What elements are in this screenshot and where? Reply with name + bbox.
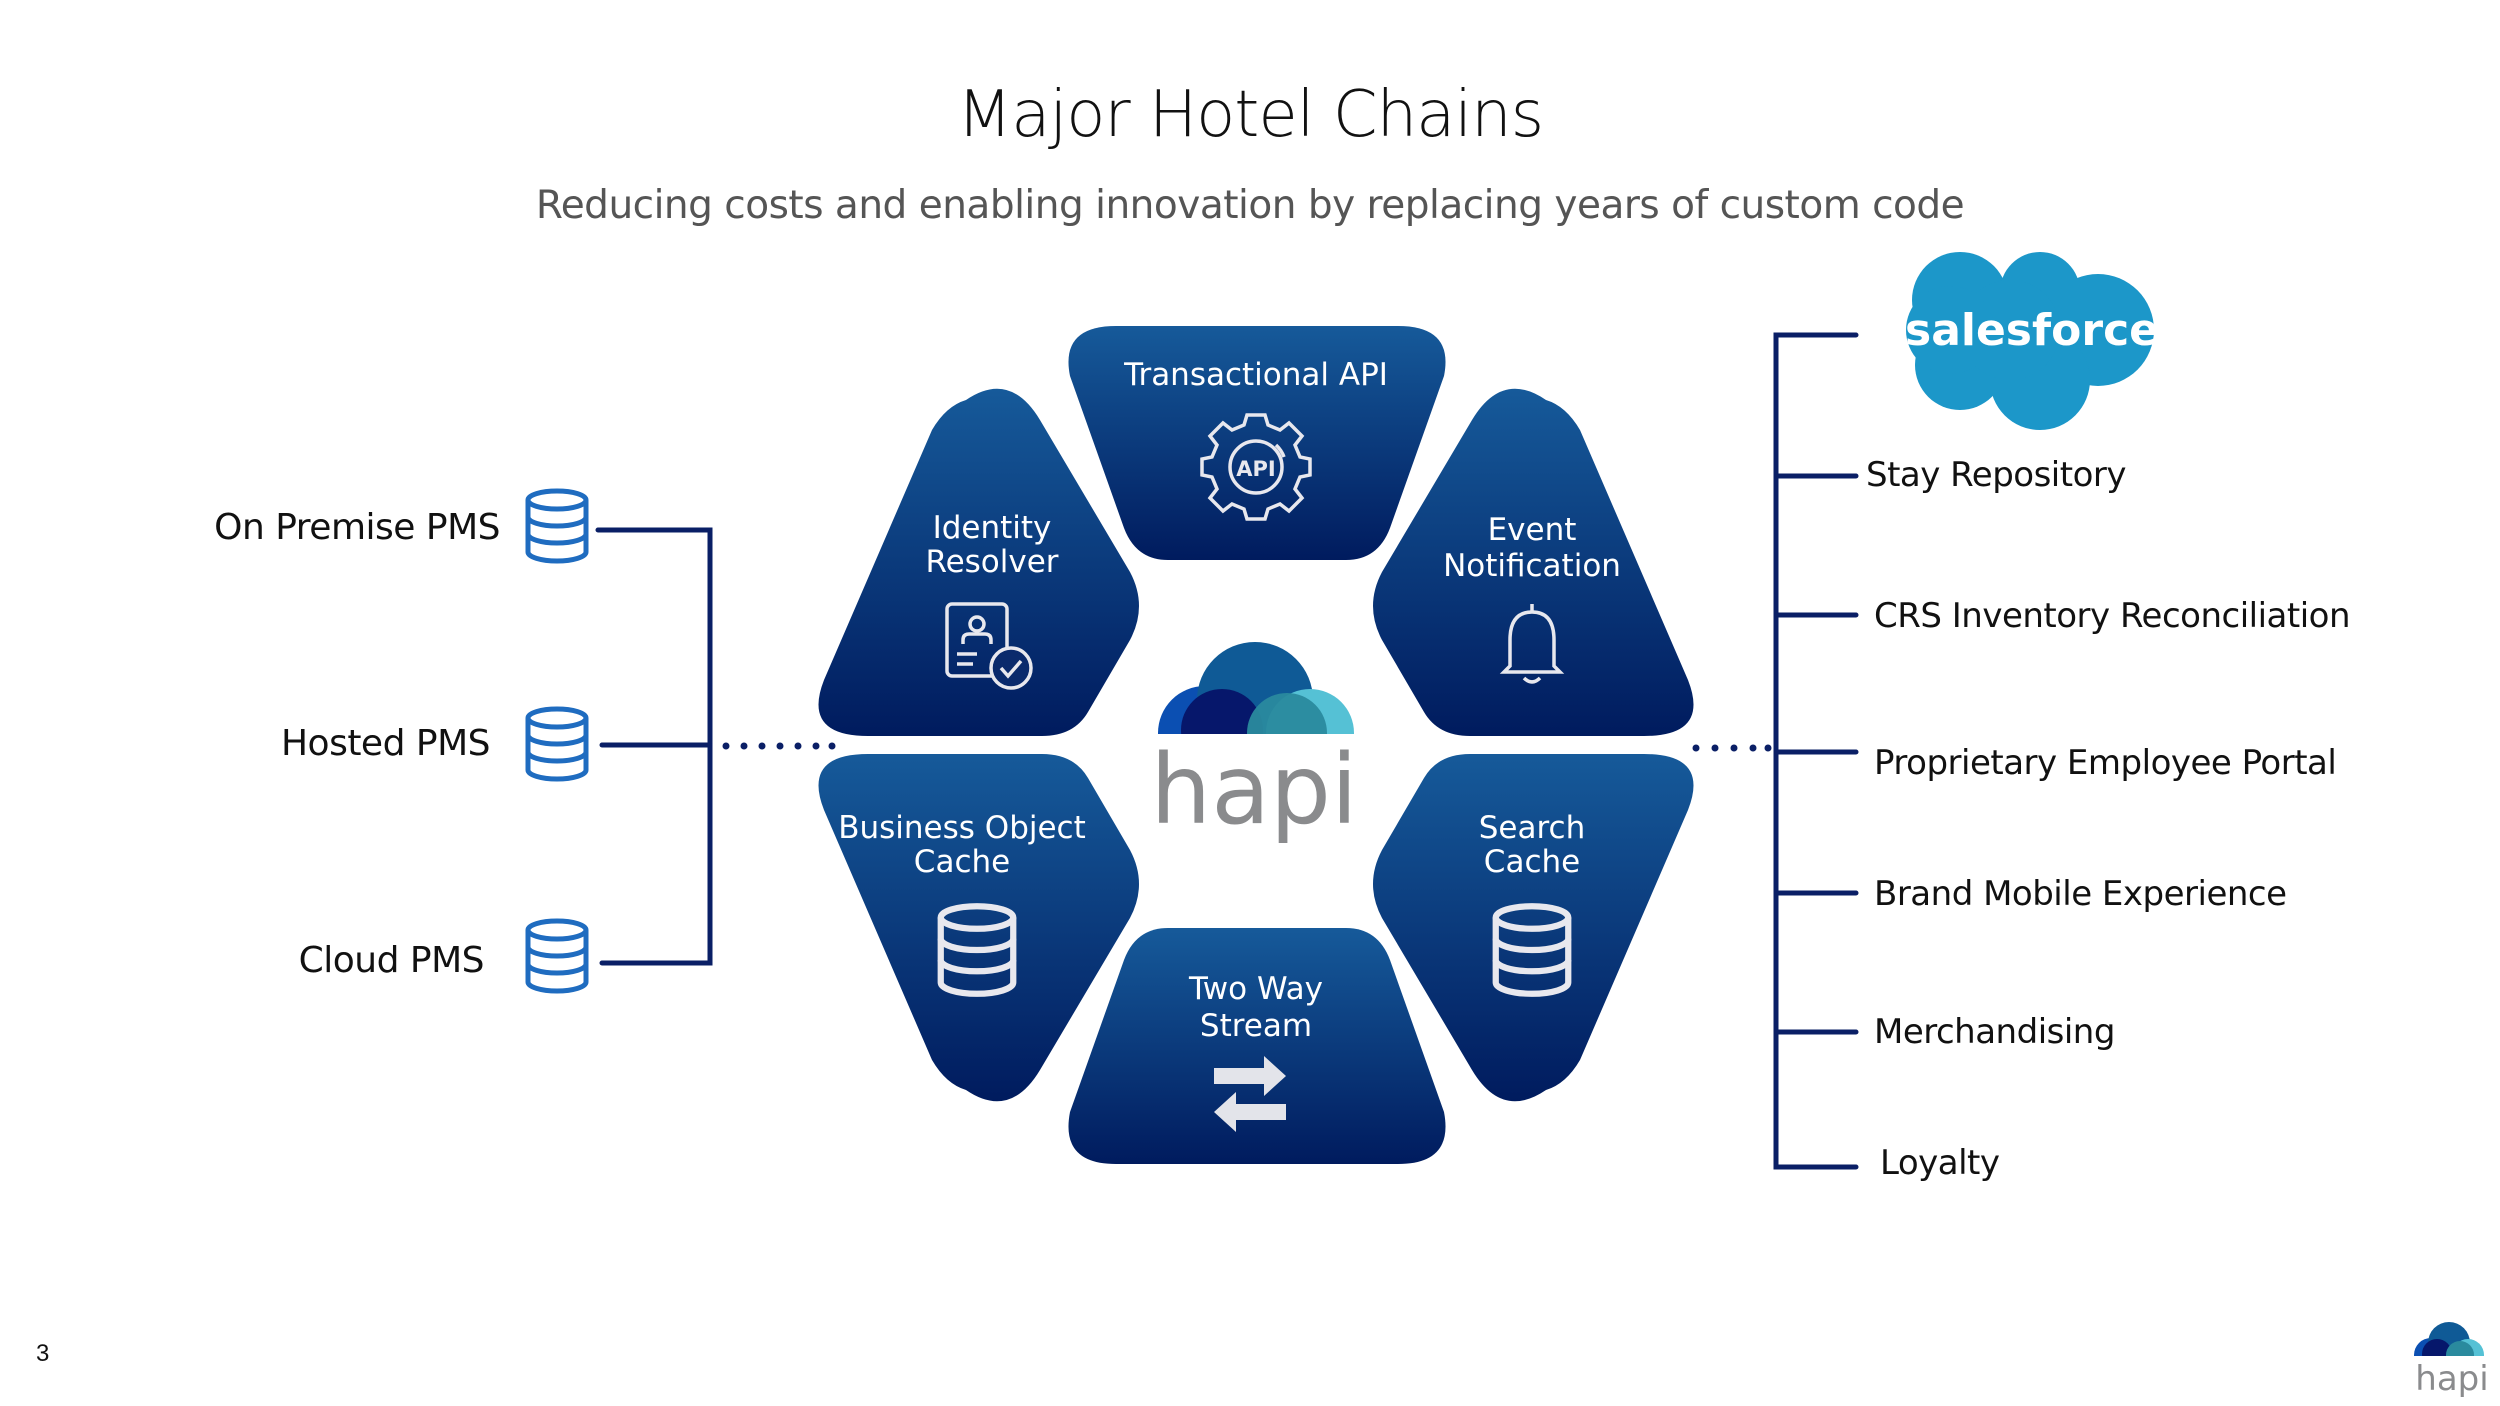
segment-label: Identity [933,510,1052,546]
source-connectors [595,527,713,966]
database-icon [528,491,586,561]
hapi-logo-text: hapi [1150,734,1357,846]
salesforce-logo: salesforce [1905,252,2159,430]
segment-transactional-api[interactable]: Transactional API API [1068,326,1446,560]
segment-label: Search [1479,810,1586,846]
svg-text:API: API [1236,457,1275,481]
target-merchandising: Merchandising [1874,1012,2115,1052]
target-proprietary-employee-portal: Proprietary Employee Portal [1874,743,2337,783]
segment-label: Stream [1200,1008,1312,1044]
slide-subtitle: Reducing costs and enabling innovation b… [535,183,1965,228]
target-dotted-link [1692,744,1772,752]
segment-label: Resolver [925,544,1058,580]
footer-hapi-text: hapi [2415,1359,2488,1399]
id-badge-check-icon [945,602,1033,690]
segment-label: Transactional API [1123,357,1388,393]
salesforce-logo-text: salesforce [1905,305,2159,356]
segment-label: Two Way [1188,971,1323,1007]
segment-event-notification[interactable]: Event Notification [1373,388,1694,736]
target-crs-inventory-reconciliation: CRS Inventory Reconciliation [1874,596,2351,636]
segment-identity-resolver[interactable]: Identity Resolver [818,388,1140,736]
source-label-hosted: Hosted PMS [280,723,491,764]
segment-business-object-cache[interactable]: Business Object Cache [818,754,1140,1102]
segment-search-cache[interactable]: Search Cache [1373,754,1694,1102]
database-icon [528,709,586,779]
bell-icon [1499,604,1565,684]
source-label-cloud: Cloud PMS [298,940,485,981]
database-icon [528,921,586,991]
hub-ring: Transactional API API Identity Resolver [818,326,1694,1164]
target-brand-mobile-experience: Brand Mobile Experience [1874,874,2287,914]
segment-label: Cache [914,844,1010,880]
footer-hapi-logo: hapi [2414,1322,2489,1399]
segment-label: Notification [1443,548,1621,584]
segment-label: Business Object [838,810,1086,846]
swap-arrows-icon [1214,1056,1286,1132]
target-stay-repository: Stay Repository [1866,455,2126,495]
slide-title: Major Hotel Chains [956,78,1544,152]
target-connectors [1773,332,1859,1170]
source-dotted-link [722,742,836,750]
segment-label: Cache [1484,844,1580,880]
hapi-logo: hapi [1150,642,1358,846]
source-label-on-premise: On Premise PMS [214,507,500,548]
api-gear-icon: API [1200,413,1312,521]
segment-two-way-stream[interactable]: Two Way Stream [1068,928,1446,1164]
target-loyalty: Loyalty [1880,1143,2000,1183]
segment-label: Event [1488,512,1577,548]
page-number: 3 [36,1340,50,1367]
